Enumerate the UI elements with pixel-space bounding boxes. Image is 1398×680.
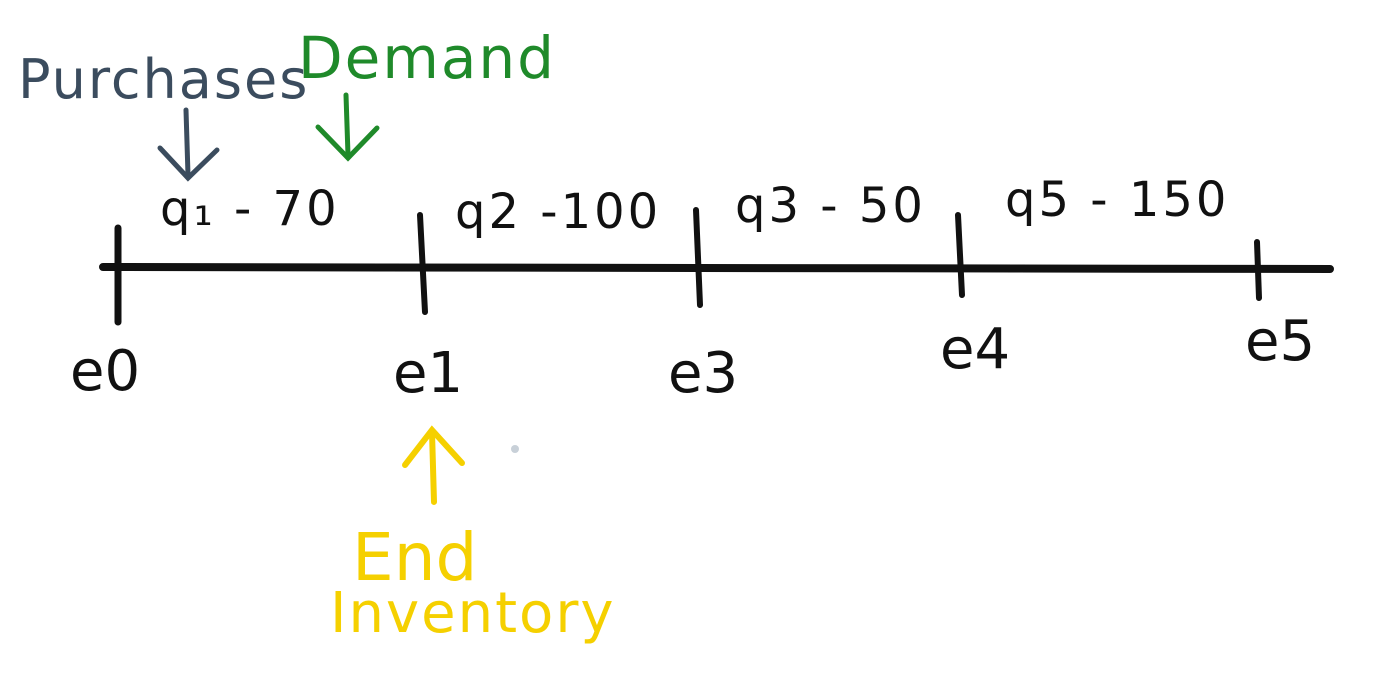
tick-label: e0 <box>70 339 140 404</box>
end-inventory-label-line1: End <box>352 519 477 596</box>
segment-label: q3 - 50 <box>735 178 926 234</box>
stray-dot <box>511 445 519 453</box>
segment-label: q2 -100 <box>455 184 661 240</box>
arrow-down-icon <box>315 92 380 162</box>
tick-mark <box>417 212 428 315</box>
end-inventory-label-line2: Inventory <box>330 581 615 646</box>
tick-label: e3 <box>668 341 738 406</box>
segment-label: q5 - 150 <box>1005 172 1229 228</box>
tick-mark <box>1254 239 1262 301</box>
timeline-axis <box>99 263 1334 273</box>
purchases-label: Purchases <box>18 48 309 111</box>
tick-mark <box>955 212 965 298</box>
demand-label: Demand <box>298 24 556 92</box>
tick-mark <box>693 207 703 308</box>
arrow-down-icon <box>157 107 220 182</box>
tick-label: e4 <box>940 317 1010 382</box>
tick-label: e5 <box>1245 309 1315 374</box>
segment-label: q₁ - 70 <box>160 181 340 237</box>
arrow-up-icon <box>402 425 465 505</box>
tick-label: e1 <box>393 341 463 406</box>
